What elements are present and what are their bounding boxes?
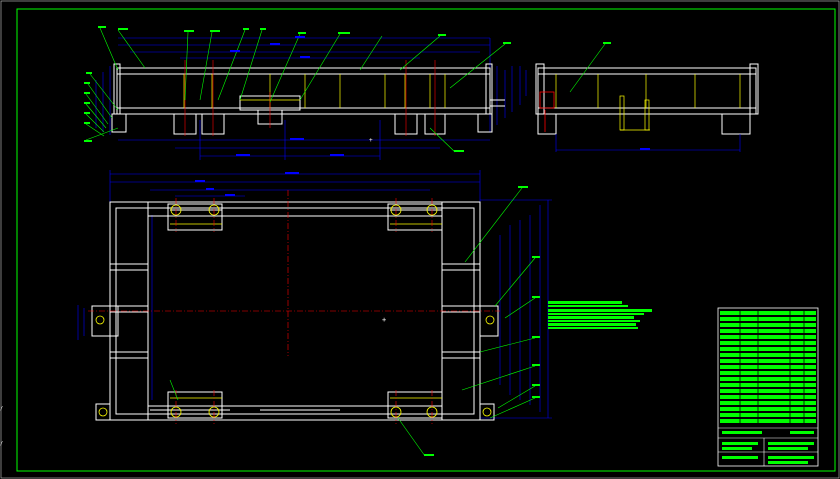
- plan-view-centerlines: [88, 190, 500, 424]
- side-view-hidden-lines: [555, 74, 741, 131]
- side-view-leaders: [569, 43, 606, 93]
- edge-mark-bottom: /: [0, 441, 3, 447]
- parts-list-notes: [548, 301, 652, 329]
- plan-view-dimensions: [77, 170, 552, 419]
- front-view-dim-ticks: [230, 36, 344, 156]
- front-view-centerlines: [184, 60, 436, 136]
- sheet-inner-border: [16, 8, 836, 472]
- edge-mark-top: /: [0, 406, 3, 412]
- side-view-leader-tag: [603, 42, 611, 44]
- plan-view-center-mark: +: [382, 316, 386, 324]
- side-view-outline: [535, 63, 759, 135]
- title-block-rows: [720, 311, 816, 423]
- plan-view-leader-tags: [424, 186, 540, 456]
- title-block-column-rules: [739, 310, 805, 425]
- front-view-leader-tags: [84, 26, 511, 152]
- side-view-red-detail: [539, 91, 555, 132]
- plan-view-dim-ticks: [195, 172, 299, 196]
- title-block: [717, 307, 819, 467]
- front-view-center-mark: +: [369, 137, 373, 144]
- front-elevation-view: +: [84, 26, 527, 160]
- front-view-dimensions: [95, 37, 527, 160]
- side-view-dim-tick: [640, 148, 650, 150]
- front-view-outline: [111, 63, 505, 135]
- plan-view-leaders: [169, 187, 536, 457]
- front-view-hidden-lines: [183, 74, 446, 108]
- title-block-lower-grid: [718, 427, 818, 466]
- side-elevation-view: [535, 42, 759, 152]
- plan-view: +: [77, 170, 552, 457]
- front-view-leaders: [85, 27, 506, 153]
- title-block-lower-text: [722, 431, 814, 464]
